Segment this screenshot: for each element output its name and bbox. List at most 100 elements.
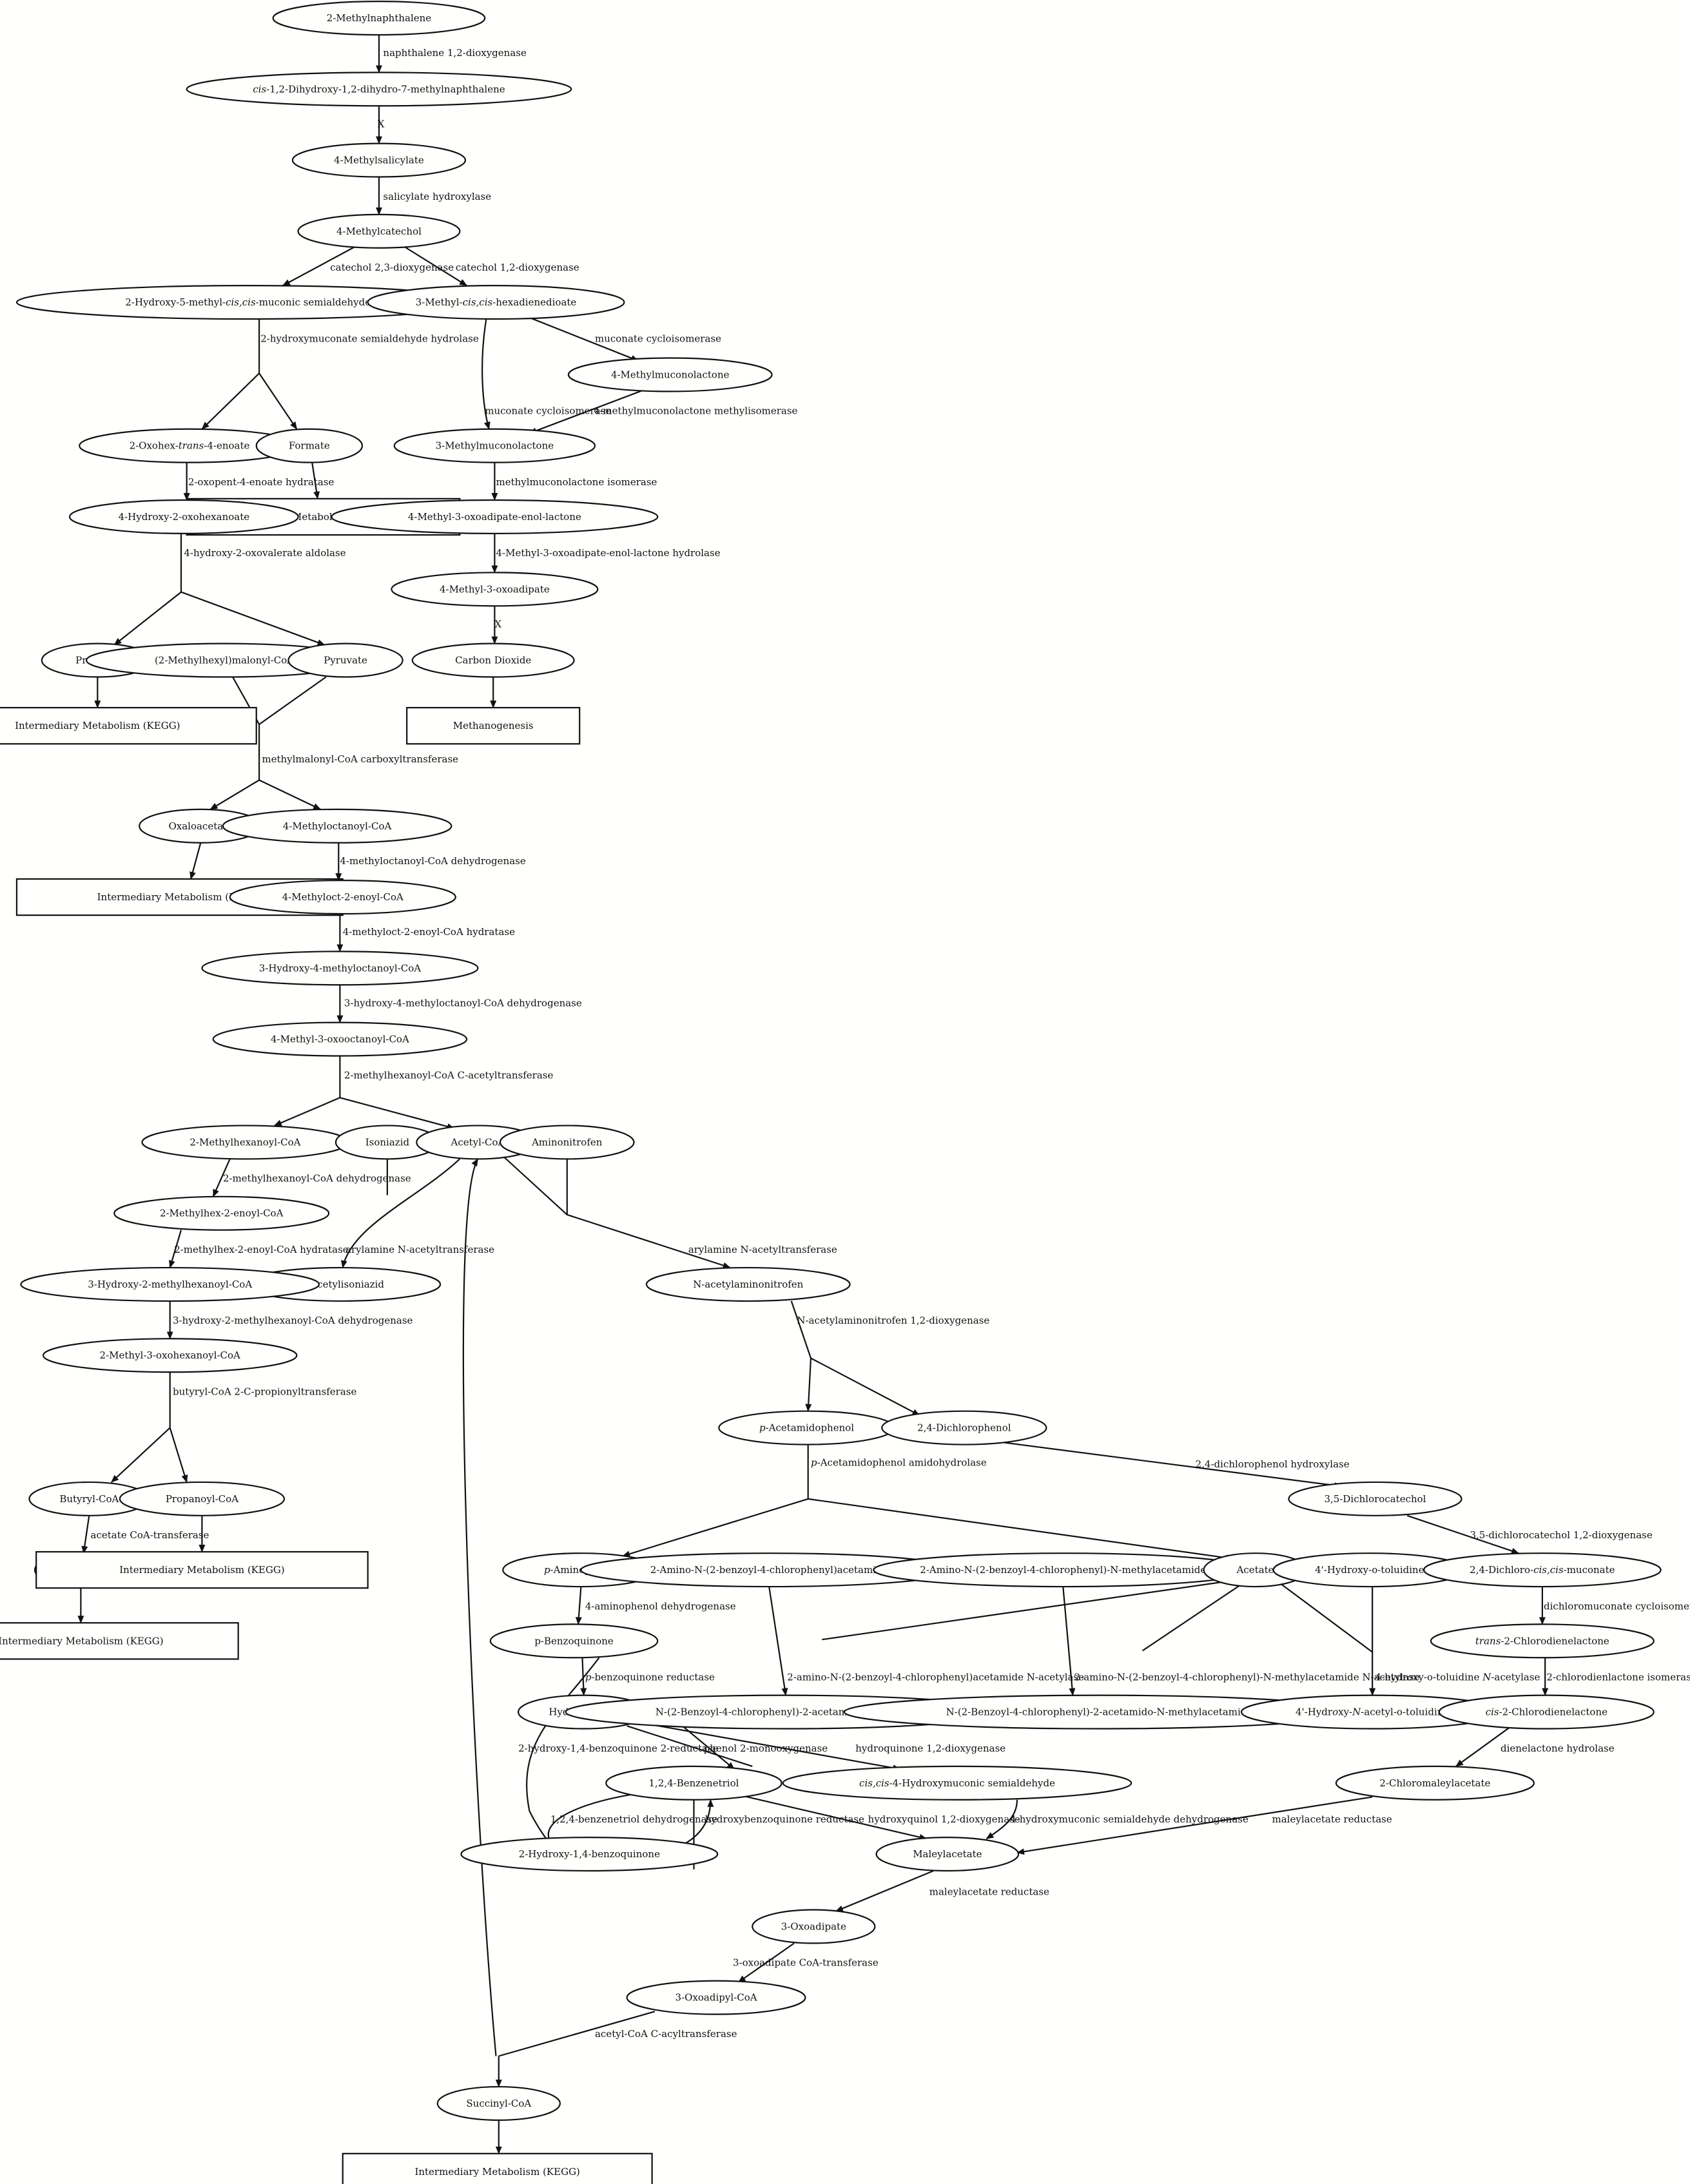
edge-label-e1: naphthalene 1,2-dioxygenase <box>383 47 527 59</box>
node-shape <box>186 72 572 107</box>
node-2h5m: 2-Hydroxy-5-methyl-cis,cis-muconic semia… <box>15 285 480 320</box>
node-shape <box>287 643 403 678</box>
edge-45 <box>623 1444 809 1556</box>
node-shape <box>752 1909 876 1944</box>
node-shape <box>411 643 575 678</box>
node-3mhex: 3-Methyl-cis,cis-hexadienedioate <box>367 285 625 320</box>
edge-label-e6: 2-hydroxymuconate semialdehyde hydrolase <box>260 333 479 344</box>
edge-label-e47: maleylacetate reductase <box>929 1886 1049 1897</box>
edge-label-e9: 4-methylmuconolactone methylisomerase <box>594 405 798 417</box>
edge-label-e22: arylamine N-acetyltransferase <box>345 1244 494 1255</box>
node-shape <box>35 1551 369 1589</box>
node-label: Isoniazid <box>365 1136 410 1148</box>
node-form: Formate <box>255 428 364 463</box>
edge-64 <box>737 1942 795 1983</box>
node-shape <box>212 1021 468 1057</box>
edge-label-e28: 2,4-dichlorophenol hydroxylase <box>1196 1458 1350 1470</box>
node-shape <box>881 1410 1047 1445</box>
node-label: p-Benzoquinone <box>534 1635 614 1647</box>
node-2oxo: 2-Oxohex-trans-4-enoate <box>79 428 300 463</box>
node-4m3oa: 4-Methyl-3-oxoadipate <box>391 572 599 607</box>
edge-label-e32: dichloromuconate cycloisomerase <box>1544 1600 1690 1612</box>
node-label: Pyruvate <box>324 655 367 666</box>
node-shape <box>626 1980 806 2015</box>
node-label: 1,2,4-Benzenetriol <box>648 1777 739 1789</box>
node-label: N-(2-Benzoyl-4-chlorophenyl)-2-acetamido… <box>946 1706 1253 1718</box>
node-shape <box>391 572 599 607</box>
edge-label-e19: 2-methylhexanoyl-CoA C-acetyltransferase <box>344 1070 554 1081</box>
node-label: 2-Methylhexanoyl-CoA <box>189 1136 300 1148</box>
node-nb2am: N-(2-Benzoyl-4-chlorophenyl)-2-acetamido… <box>843 1694 1355 1730</box>
node-succ: Succinyl-CoA <box>436 2085 561 2121</box>
node-shape <box>291 142 467 178</box>
edge-label-e49: acetyl-CoA C-acyltransferase <box>595 2028 737 2040</box>
edge-label-e40: hydroquinone 1,2-dioxygenase <box>855 1743 1005 1754</box>
edge-label-e30: 3,5-dichlorocatechol 1,2-dioxygenase <box>1470 1529 1652 1541</box>
edge-21 <box>210 724 260 809</box>
node-shape <box>567 357 773 392</box>
node-label: 4-Methylcatechol <box>336 226 422 237</box>
node-shape <box>331 499 659 534</box>
node-label: 4-Methyl-3-oxoadipate <box>440 583 550 595</box>
node-3mml: 3-Methylmuconolactone <box>393 428 596 463</box>
node-label: 2-Oxohex-trans-4-enoate <box>130 440 250 452</box>
edge-22 <box>258 779 322 810</box>
node-2a2b: 2-Amino-N-(2-benzoyl-4-chlorophenyl)acet… <box>580 1552 958 1588</box>
edge-label-e39: phenol 2-monooxygenase <box>704 1743 828 1754</box>
edge-6 <box>202 319 260 429</box>
node-label: 2-Methyl-3-oxohexanoyl-CoA <box>100 1349 240 1361</box>
node-2mn: 2-Methylnaphthalene <box>272 1 486 36</box>
node-label: 2,4-Dichloro-cis,cis-muconate <box>1470 1564 1615 1576</box>
node-label: Carbon Dioxide <box>455 655 531 666</box>
node-label: 3-Oxoadipyl-CoA <box>675 1992 757 2004</box>
edge-label-e34: 2-amino-N-(2-benzoyl-4-chlorophenyl)acet… <box>787 1672 1084 1683</box>
node-label: 4-Methylsalicylate <box>334 155 424 166</box>
node-label: (2-Methylhexyl)malonyl-CoA <box>155 655 294 666</box>
edge-label-e14: X <box>494 618 501 630</box>
edge-5 <box>403 246 467 287</box>
edge-label-e27: p-Acetamidophenol amidohydrolase <box>811 1457 987 1469</box>
node-3h2m: 3-Hydroxy-2-methylhexanoyl-CoA <box>20 1266 320 1302</box>
edge-label-e46: maleylacetate reductase <box>1272 1813 1392 1825</box>
node-24dm: 2,4-Dichloro-cis,cis-muconate <box>1423 1552 1662 1588</box>
edge-46 <box>808 1498 1234 1561</box>
node-label: 2-Chloromaleylacetate <box>1379 1777 1490 1789</box>
node-4msal: 4-Methylsalicylate <box>291 142 467 178</box>
edge-49 <box>768 1580 1229 1695</box>
edge-37 <box>343 1158 461 1268</box>
edge-38 <box>501 1154 730 1268</box>
node-label: Intermediary Metabolism (KEGG) <box>0 1635 164 1647</box>
node-label: 2,4-Dichlorophenol <box>917 1422 1011 1434</box>
node-4m3oel: 4-Methyl-3-oxoadipate-enol-lactone <box>331 499 659 534</box>
edge-34 <box>81 1515 90 1554</box>
edge-51 <box>1278 1581 1372 1696</box>
edge-8 <box>481 318 490 430</box>
edge-60 <box>735 1793 928 1841</box>
edge-label-e17: 4-methyloct-2-enoyl-CoA hydratase <box>343 926 515 938</box>
edge-label-e2: X <box>378 118 385 130</box>
edge-label-e3: salicylate hydroxylase <box>383 191 491 202</box>
node-shape <box>1438 1694 1655 1730</box>
edge-66 <box>462 1158 497 2056</box>
edge-label-e15: methylmalonyl-CoA carboxyltransferase <box>262 753 458 765</box>
edge-12 <box>311 462 320 499</box>
node-shape <box>393 428 596 463</box>
edge-label-e7: muconate cycloisomerase <box>485 405 611 417</box>
node-shape <box>342 2152 653 2184</box>
node-label: Succinyl-CoA <box>466 2098 531 2109</box>
node-im3: Intermediary Metabolism (KEGG) <box>35 1551 369 1589</box>
node-label: cis-2-Chlorodienelactone <box>1486 1706 1607 1718</box>
edge-label-e31: 4-aminophenol dehydrogenase <box>585 1600 736 1612</box>
edge-42 <box>1406 1514 1520 1554</box>
node-im5: Intermediary Metabolism (KEGG) <box>342 2152 653 2184</box>
node-4moc: 4-Methyloctanoyl-CoA <box>222 808 452 844</box>
node-shape <box>201 951 479 986</box>
node-label: 2-Methylnaphthalene <box>327 12 432 24</box>
node-3oxa: 3-Oxoadipate <box>752 1909 876 1944</box>
node-im1: Intermediary Metabolism (KEGG) <box>0 706 257 745</box>
node-propc: Propanoyl-CoA <box>119 1481 286 1516</box>
node-shape <box>113 1195 330 1231</box>
node-naan: N-acetylaminonitrofen <box>645 1266 851 1302</box>
node-shape <box>1423 1552 1662 1588</box>
